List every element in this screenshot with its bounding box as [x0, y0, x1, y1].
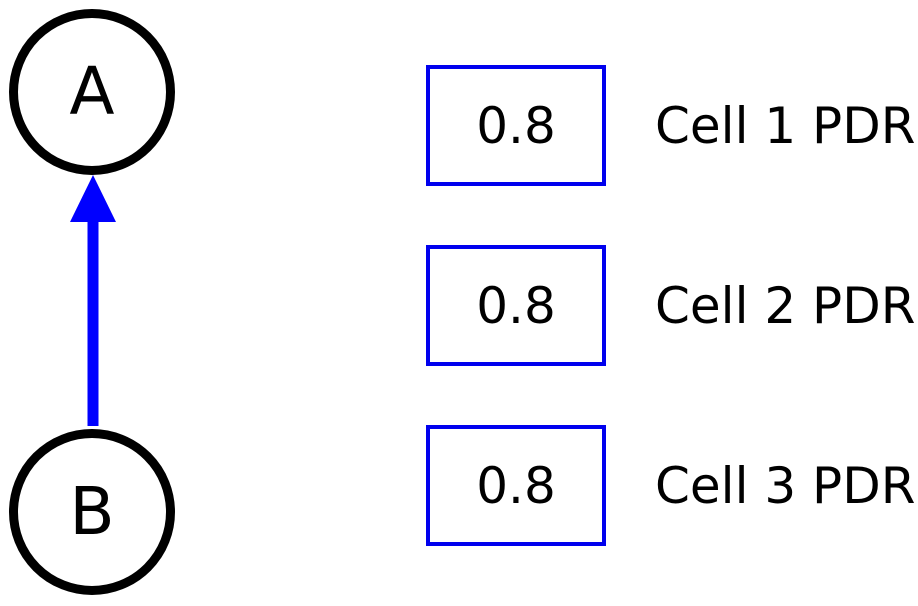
- node-b: B: [9, 429, 175, 595]
- cell-2-pdr-value: 0.8: [476, 276, 556, 335]
- cell-2-pdr-label: Cell 2 PDR: [655, 276, 916, 335]
- node-a: A: [9, 9, 175, 175]
- node-b-label: B: [69, 473, 115, 550]
- cell-2-pdr-box: 0.8: [426, 245, 606, 366]
- cell-1-pdr-value: 0.8: [476, 96, 556, 155]
- cell-1-pdr-label: Cell 1 PDR: [655, 96, 916, 155]
- cell-3-pdr-box: 0.8: [426, 425, 606, 546]
- cell-1-pdr-box: 0.8: [426, 65, 606, 186]
- edge-b-to-a-arrowhead: [70, 175, 116, 222]
- node-a-label: A: [69, 53, 115, 130]
- cell-3-pdr-value: 0.8: [476, 456, 556, 515]
- cell-3-pdr-label: Cell 3 PDR: [655, 456, 916, 515]
